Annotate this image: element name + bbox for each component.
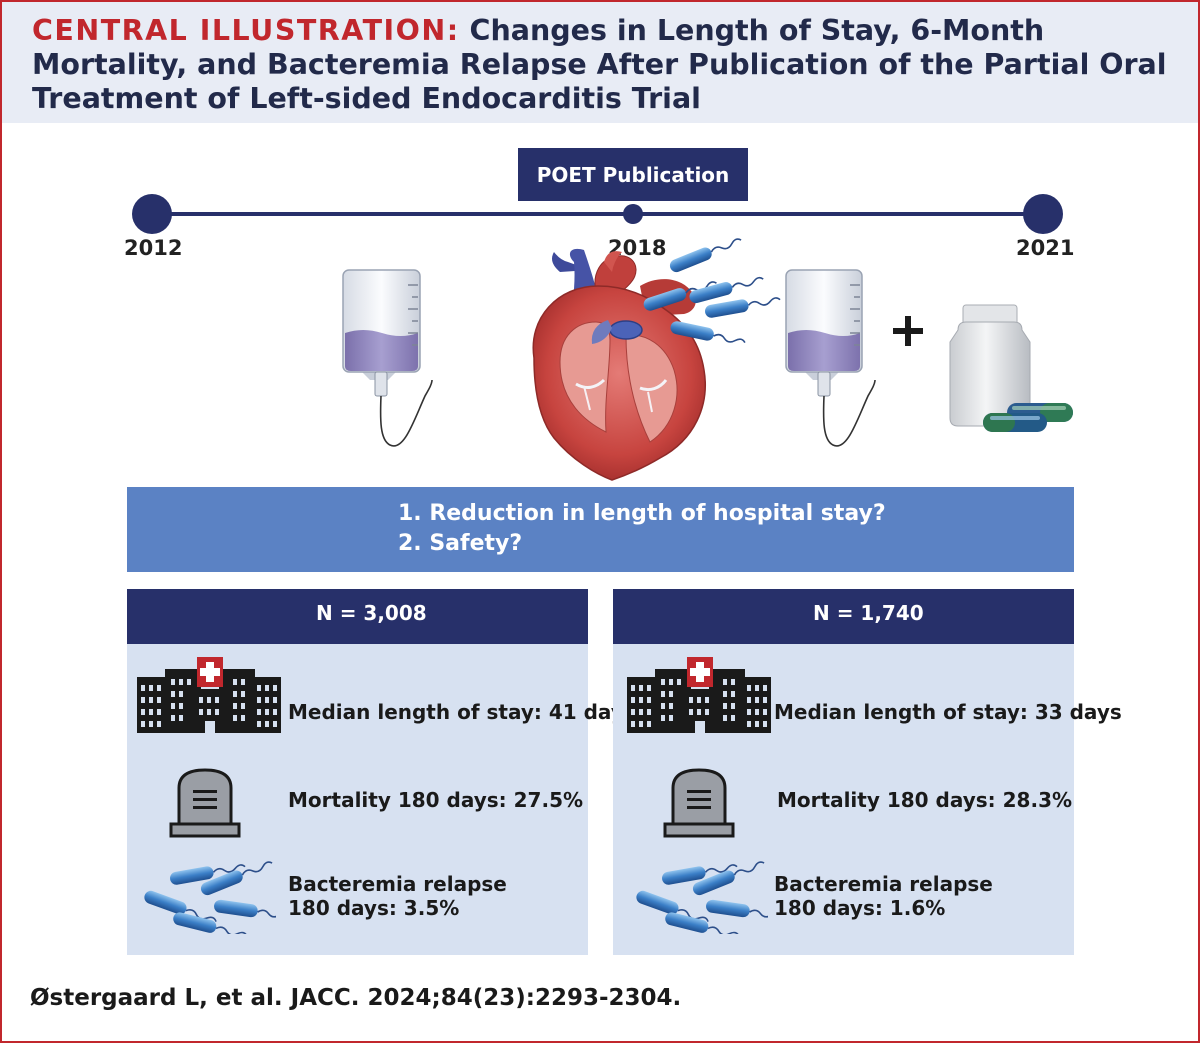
title-lead: CENTRAL ILLUSTRATION:: [32, 14, 460, 47]
poet-publication-label: POET Publication: [518, 148, 748, 201]
iv-bag-icon: [785, 269, 876, 447]
hospital-icon: [627, 657, 771, 733]
panel-header: N = 1,740: [613, 589, 1074, 644]
panel-header: N = 3,008: [127, 589, 588, 644]
title-text: Changes in Length of Stay, 6-Month Morta…: [32, 14, 1167, 115]
timeline-dot-start: [132, 194, 172, 234]
timeline-line: [152, 212, 1042, 216]
year-start: 2012: [124, 236, 183, 260]
year-end: 2021: [1016, 236, 1075, 260]
stat-relapse-value: 180 days: 1.6%: [774, 896, 946, 920]
cohort-panel-after: N = 1,740: [613, 589, 1122, 955]
bacteria-icon: [141, 859, 276, 934]
iv-bag-icon: [342, 269, 433, 447]
hospital-icon: [137, 657, 281, 733]
question-1: 1. Reduction in length of hospital stay?: [398, 501, 886, 526]
citation: Østergaard L, et al. JACC. 2024;84(23):2…: [30, 985, 682, 1011]
stat-length-of-stay: Median length of stay: 33 days: [774, 700, 1122, 724]
question-2: 2. Safety?: [398, 531, 523, 556]
stat-mortality: Mortality 180 days: 27.5%: [288, 788, 584, 812]
pill-bottle-icon: [949, 304, 1031, 427]
cohort-size: N = 1,740: [813, 601, 924, 625]
tombstone-icon: [169, 768, 241, 838]
stat-relapse-label: Bacteremia relapse: [288, 872, 507, 896]
illustration-layer: [342, 232, 1073, 481]
header-band: CENTRAL ILLUSTRATION: Changes in Length …: [2, 2, 1198, 123]
capsule-icon: [983, 403, 1073, 432]
question-band: 1. Reduction in length of hospital stay?…: [127, 487, 1074, 572]
heart-icon: [532, 248, 706, 481]
cohort-panel-before: N = 3,008: [127, 589, 636, 955]
plus-icon: [893, 316, 923, 346]
page-title: CENTRAL ILLUSTRATION: Changes in Length …: [32, 14, 1182, 116]
stat-relapse-value: 180 days: 3.5%: [288, 896, 460, 920]
bacteria-icon: [633, 859, 768, 934]
cohort-size: N = 3,008: [316, 601, 427, 625]
tombstone-icon: [663, 768, 735, 838]
stat-mortality: Mortality 180 days: 28.3%: [777, 788, 1073, 812]
stat-relapse-label: Bacteremia relapse: [774, 872, 993, 896]
stat-length-of-stay: Median length of stay: 41 days: [288, 700, 636, 724]
timeline-dot-mid: [623, 204, 643, 224]
timeline-dot-end: [1023, 194, 1063, 234]
